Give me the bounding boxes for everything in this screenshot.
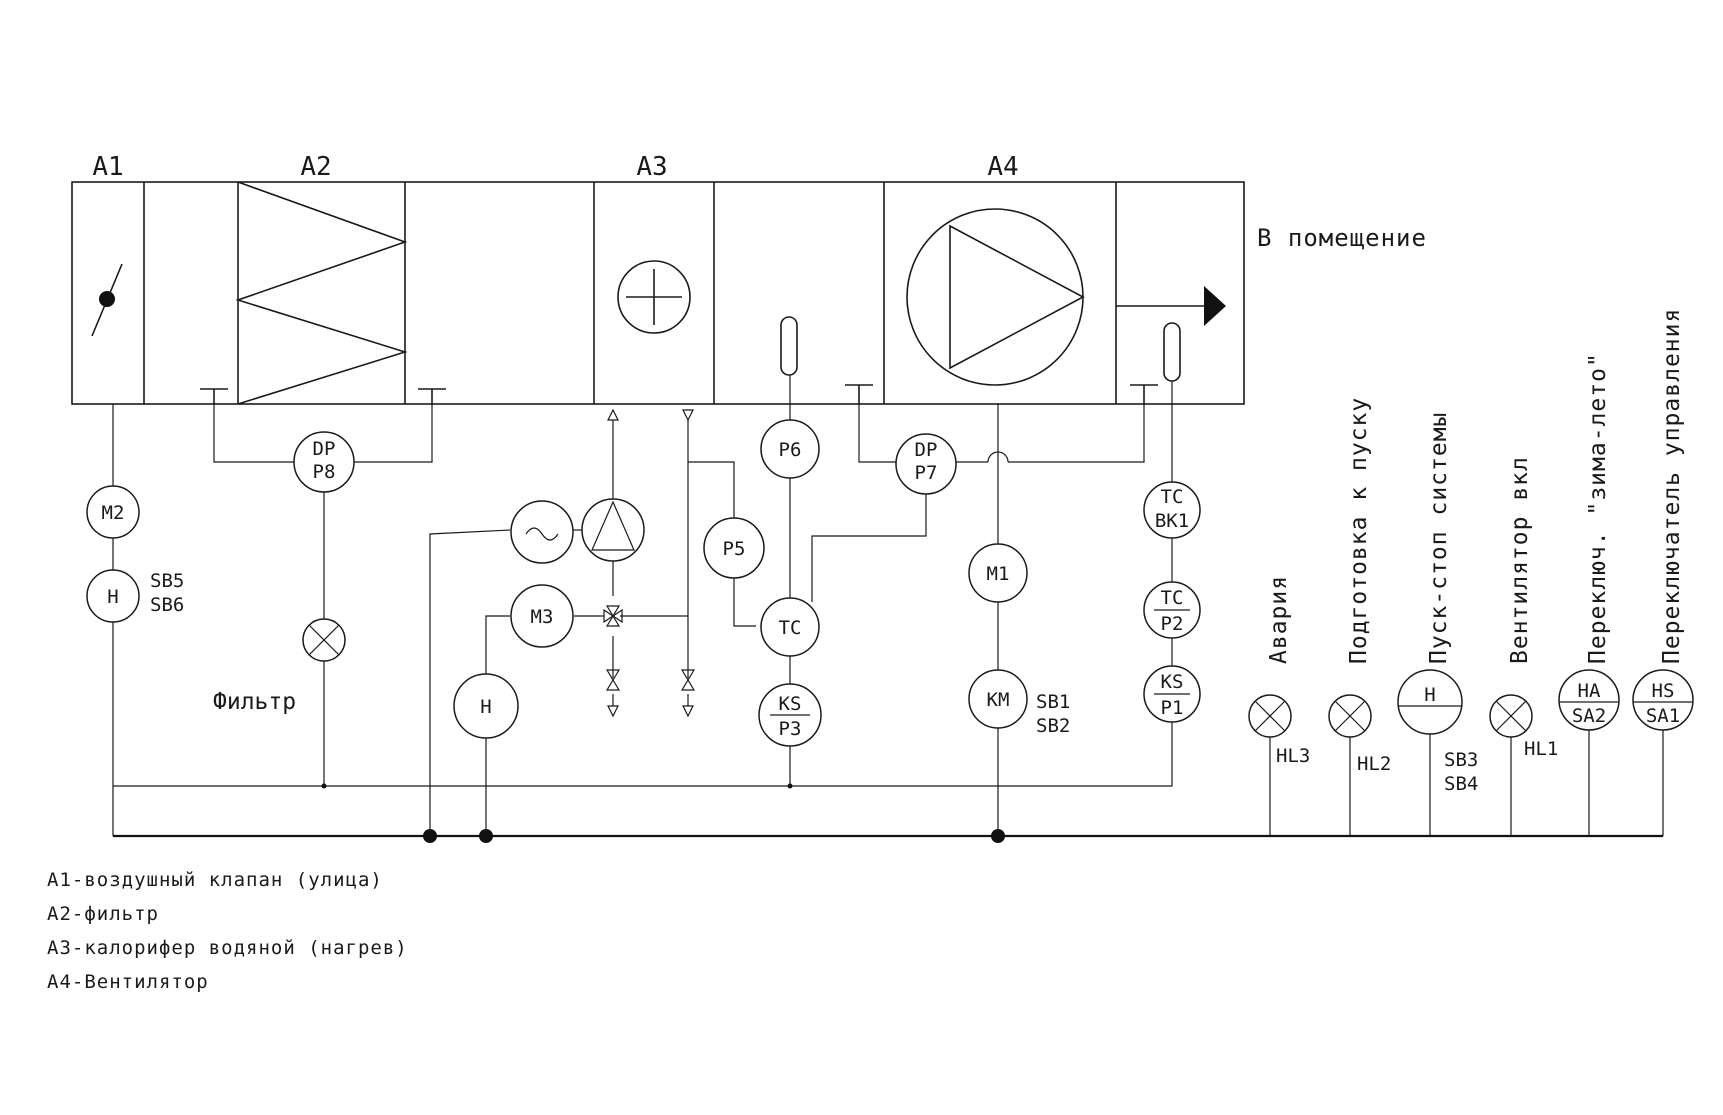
- frost-controller-p2: TC P2: [1143, 581, 1201, 639]
- controller-ks-p1: KS P1: [1143, 665, 1201, 723]
- m1-label: M1: [987, 563, 1010, 585]
- section-label-a1: A1: [92, 152, 123, 182]
- ks-p3-top: KS: [779, 693, 802, 715]
- prepare-lamp-hl2: [1328, 694, 1372, 738]
- fan-motor-m1: M1: [968, 543, 1028, 603]
- tc1-label: TC: [779, 617, 802, 639]
- fan-on-lamp-hl1: [1489, 694, 1533, 738]
- control-switch-sa1: HS SA1: [1632, 669, 1694, 731]
- temp-sensor-p5: P5: [703, 517, 765, 579]
- valve-control-station: H: [453, 673, 519, 739]
- legend-item-a4: А4-Вентилятор: [47, 971, 209, 993]
- valve-actuator-m3: M3: [510, 584, 574, 648]
- section-label-a2: A2: [300, 152, 331, 182]
- section-label-a4: A4: [987, 152, 1018, 182]
- filter-element-icon: [235, 181, 408, 405]
- damper-motor-m2: M2: [86, 485, 140, 539]
- m3-label: M3: [531, 606, 554, 628]
- fan-icon: [906, 208, 1085, 386]
- dp-p7-top: DP: [915, 439, 938, 461]
- sensor-well-bk1: [1163, 322, 1181, 382]
- panel-label-control: Переключатель управления: [1659, 308, 1685, 664]
- filter-dp-sensor-p8: DP P8: [293, 431, 355, 493]
- controller-ks-p3: KS P3: [758, 683, 822, 747]
- damper-control-station: H: [86, 569, 140, 623]
- label-sb3: SB3: [1444, 749, 1478, 771]
- ks-p3-bottom: P3: [779, 718, 802, 740]
- tc-bk1-top: TC: [1161, 486, 1184, 508]
- junction-dots: [321, 783, 1005, 843]
- filter-lamp-icon: [302, 618, 346, 662]
- valve-symbols: [603, 408, 696, 718]
- label-sb1: SB1: [1036, 691, 1070, 713]
- dp-p8-bottom: P8: [313, 461, 336, 483]
- legend-item-a2: А2-фильтр: [47, 903, 159, 925]
- hs-top: HS: [1652, 680, 1675, 702]
- tc-bk1-bottom: BK1: [1155, 510, 1189, 532]
- heating-coil-icon: [617, 260, 691, 334]
- dp-p8-top: DP: [313, 438, 336, 460]
- km-label: KM: [987, 689, 1010, 711]
- h3-label: H: [1424, 684, 1435, 706]
- circulation-pump-icon: [581, 498, 645, 562]
- ha-top: HA: [1578, 680, 1601, 702]
- label-sb6: SB6: [150, 594, 184, 616]
- frost-sensor-bk1: TC BK1: [1143, 481, 1201, 539]
- m2-label: M2: [102, 502, 125, 524]
- legend-item-a1: А1-воздушный клапан (улица): [47, 869, 383, 891]
- air-damper-icon: [91, 263, 123, 337]
- air-handling-unit: [71, 181, 1245, 405]
- h2-label: H: [480, 696, 491, 718]
- ks-p1-bottom: P1: [1161, 697, 1184, 719]
- panel-label-prepare: Подготовка к пуску: [1346, 397, 1372, 664]
- panel-label-alarm: Авария: [1266, 575, 1292, 664]
- section-label-a3: A3: [636, 152, 667, 182]
- outlet-arrow-icon: [1116, 286, 1226, 326]
- ks-p1-top: KS: [1161, 671, 1184, 693]
- p5-label: P5: [723, 538, 746, 560]
- label-hl2: HL2: [1357, 753, 1391, 775]
- p6-label: P6: [779, 439, 802, 461]
- label-hl1: HL1: [1524, 738, 1558, 760]
- hs-bottom: SA1: [1646, 705, 1680, 727]
- tc-p2-bottom: P2: [1161, 613, 1184, 635]
- fan-contactor-km: KM: [968, 669, 1028, 729]
- label-sb5: SB5: [150, 570, 184, 592]
- legend: А1-воздушный клапан (улица) А2-фильтр А3…: [47, 869, 408, 993]
- ha-bottom: SA2: [1572, 705, 1606, 727]
- start-stop-station: H: [1397, 669, 1463, 735]
- pressure-taps: [200, 384, 1158, 404]
- h1-label: H: [107, 586, 118, 608]
- season-switch-sa2: HA SA2: [1558, 669, 1620, 731]
- temperature-controller-tc: TC: [760, 597, 820, 657]
- label-sb4: SB4: [1444, 773, 1478, 795]
- filter-label: Фильтр: [213, 689, 296, 715]
- label-hl3: HL3: [1276, 745, 1310, 767]
- label-sb2: SB2: [1036, 715, 1070, 737]
- pump-drive-icon: [510, 500, 574, 564]
- alarm-lamp-hl3: [1248, 694, 1292, 738]
- sensor-well-p6: [780, 316, 798, 376]
- dp-p7-bottom: P7: [915, 462, 938, 484]
- outlet-label: В помещение: [1257, 224, 1427, 252]
- signal-wiring: [112, 375, 1664, 838]
- legend-item-a3: А3-калорифер водяной (нагрев): [47, 937, 408, 959]
- tc-p2-top: TC: [1161, 587, 1184, 609]
- fan-dp-sensor-p7: DP P7: [895, 433, 957, 495]
- temp-sensor-p6: P6: [760, 419, 820, 479]
- panel-label-fan-on: Вентилятор вкл: [1507, 456, 1533, 664]
- panel-label-winter-summer: Переключ. "зима-лето": [1585, 352, 1611, 664]
- panel-label-startstop: Пуск-стоп системы: [1426, 412, 1452, 664]
